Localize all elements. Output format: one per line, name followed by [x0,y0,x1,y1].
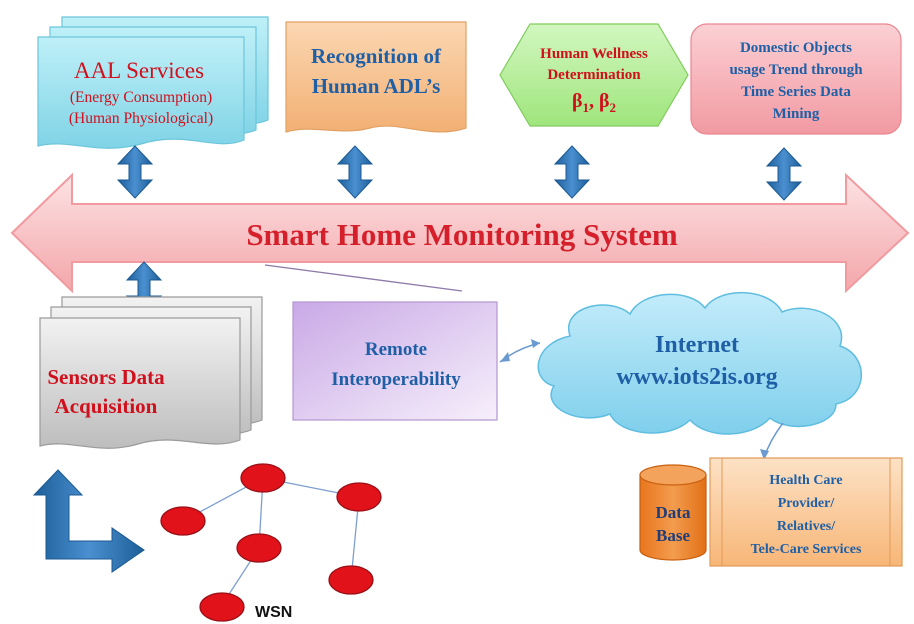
double-arrow-wellness [553,145,591,199]
double-arrow-aal [116,145,154,199]
wsn-node [240,463,286,493]
domestic-line3: Time Series Data [741,84,851,100]
wellness-line1: Human Wellness [540,46,648,62]
connector-arrowhead-c [760,449,769,460]
wsn-node [328,565,374,595]
health-line4: Tele-Care Services [751,542,862,557]
wsn-node [199,592,245,622]
wsn-node [160,506,206,536]
sensors-box: Sensors Data Acquisition [39,296,263,449]
wellness-line2: Determination [547,67,641,83]
internet-line2: www.iots2is.org [616,364,777,390]
sensors-line1: Sensors Data [47,365,165,389]
internet-line1: Internet [655,332,739,358]
main-system-label: Smart Home Monitoring System [246,217,678,252]
connector-arrowhead-a [500,352,510,362]
double-arrow-domestic [765,147,803,201]
aal-services-title: AAL Services [74,58,204,83]
database-cylinder: Data Base [639,464,707,561]
recognition-line2: Human ADL’s [312,74,441,98]
aal-services-line1: (Energy Consumption) [70,89,212,106]
wsn-network: WSN [160,463,382,622]
aal-services-box: AAL Services (Energy Consumption) (Human… [37,16,269,149]
remote-line2: Interoperability [331,369,461,390]
database-line2: Base [656,526,690,545]
wellness-hexagon: Human Wellness Determination β1, β2 [499,23,689,127]
double-arrow-recognition [336,145,374,199]
domestic-line2: usage Trend through [729,62,863,78]
wellness-betas: β1, β2 [572,90,616,115]
connector-arrowhead-b [531,339,540,348]
main-system-arrow [10,172,910,294]
domestic-line1: Domestic Objects [740,40,852,56]
bar-remote-connector [264,264,463,292]
remote-line1: Remote [365,339,427,360]
health-line1: Health Care [769,473,842,488]
database-line1: Data [656,503,691,522]
wsn-node [336,482,382,512]
bent-double-arrow [32,469,145,573]
health-care-box: Health Care Provider/ Relatives/ Tele-Ca… [709,457,903,567]
health-line2: Provider/ [778,496,836,511]
domestic-objects-box: Domestic Objects usage Trend through Tim… [690,23,902,135]
health-line3: Relatives/ [777,519,836,534]
recognition-line1: Recognition of [311,44,442,68]
domestic-line4: Mining [773,106,820,122]
remote-box: Remote Interoperability [292,301,498,421]
recognition-box: Recognition of Human ADL’s [285,21,467,133]
sensors-line2: Acquisition [55,394,158,418]
aal-services-line2: (Human Physiological) [69,110,213,127]
internet-cloud: Internet www.iots2is.org [537,291,863,435]
wsn-label: WSN [255,604,292,621]
wsn-node [236,533,282,563]
